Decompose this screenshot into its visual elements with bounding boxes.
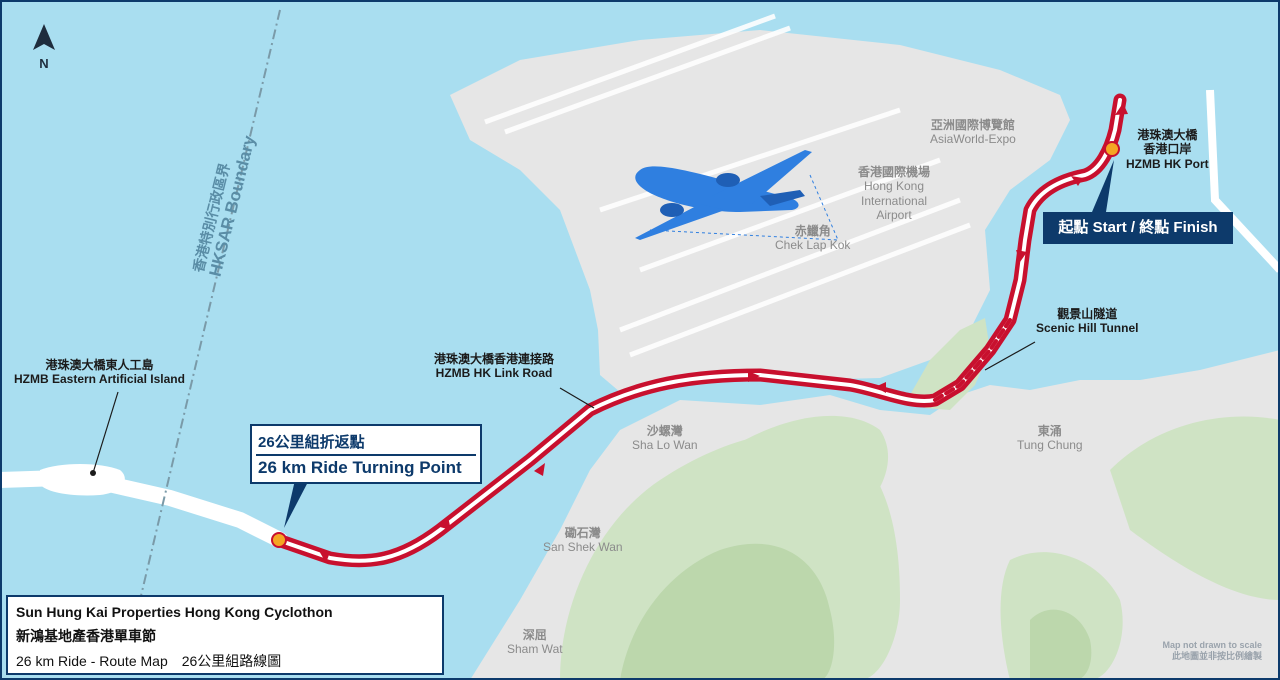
- route-arrow: [1071, 176, 1083, 186]
- hksar-boundary-line: [139, 9, 281, 601]
- route-label-zh: 港珠澳大橋東人工島: [45, 358, 154, 372]
- place-name-en: International: [860, 193, 928, 208]
- route-arrow: [440, 517, 451, 530]
- compass: N: [28, 22, 60, 76]
- subtitle-en: 26 km Ride - Route Map: [16, 653, 168, 669]
- route-label-zh: 香港口岸: [1143, 142, 1192, 157]
- route-tunnel-dash: [933, 318, 1012, 402]
- scenic-hill: [910, 318, 990, 410]
- route-arrow: [318, 549, 330, 563]
- place-airport: 香港國際機場 Hong Kong International Airport: [858, 165, 930, 223]
- subtitle-zh: 26公里組路線圖: [181, 653, 282, 669]
- route-arrow: [1115, 103, 1128, 115]
- route-arrow: [534, 463, 545, 476]
- turning-point-marker: [271, 532, 287, 548]
- turning-point-pointer: [284, 480, 309, 528]
- place-chek-lap-kok: 赤鱲角 Chek Lap Kok: [775, 224, 850, 253]
- place-name-zh: 磡石灣: [564, 526, 601, 540]
- start-finish-pointer: [1092, 160, 1114, 212]
- turning-point-divider: [256, 454, 476, 456]
- hills-dark: [620, 543, 1092, 680]
- north-arrow-icon: [33, 24, 55, 50]
- route: [271, 93, 1127, 568]
- start-finish-label: 起點 Start / 終點 Finish: [1043, 212, 1233, 244]
- route-label-en: Scenic Hill Tunnel: [1036, 321, 1139, 336]
- place-name-en: Sha Lo Wan: [632, 438, 698, 453]
- route-arrow: [875, 382, 886, 393]
- start-finish-marker: [1104, 141, 1120, 157]
- place-tung-chung: 東涌 Tung Chung: [1017, 424, 1083, 453]
- title-en: Sun Hung Kai Properties Hong Kong Cyclot…: [16, 604, 333, 620]
- tung-chung-road: [1206, 89, 1280, 273]
- route-arrow: [748, 371, 760, 382]
- label-scenic-hill-tunnel: 觀景山隧道 Scenic Hill Tunnel: [1036, 307, 1138, 336]
- route-label-en: HZMB HK Port: [1126, 156, 1209, 171]
- turning-point-zh: 26公里組折返點: [258, 434, 365, 451]
- route-label-zh: 港珠澳大橋香港連接路: [434, 352, 555, 366]
- place-name-zh: 赤鱲角: [794, 224, 831, 238]
- route-label-zh: 港珠澳大橋: [1137, 128, 1198, 142]
- leader-lines: [92, 341, 1036, 474]
- label-hzmb-hk-port: 港珠澳大橋 香港口岸 HZMB HK Port: [1126, 128, 1209, 171]
- place-name-en: Chek Lap Kok: [775, 238, 851, 253]
- place-san-shek-wan: 磡石灣 San Shek Wan: [543, 526, 623, 555]
- subtitle: 26 km Ride - Route Map 26公里組路線圖: [16, 651, 295, 671]
- place-name-zh: 沙螺灣: [646, 424, 683, 438]
- place-name-zh: 亞洲國際博覽館: [930, 118, 1015, 132]
- place-sha-lo-wan: 沙螺灣 Sha Lo Wan: [632, 424, 698, 453]
- route-arrow: [1016, 250, 1027, 262]
- airplane-icon: [635, 150, 812, 240]
- label-hzmb-link-road: 港珠澳大橋香港連接路 HZMB HK Link Road: [434, 352, 554, 381]
- title-zh: 新鴻基地產香港單車節: [16, 628, 156, 644]
- place-name-zh: 香港國際機場: [858, 165, 931, 179]
- place-name-en: Sham Wat: [507, 642, 563, 657]
- scale-note: Map not drawn to scale 此地圖並非按比例繪製: [1162, 640, 1262, 663]
- runways: [484, 13, 971, 358]
- route-markers: [90, 141, 1120, 548]
- place-name-en: Hong Kong: [863, 179, 925, 194]
- turning-point-label: 26公里組折返點 26 km Ride Turning Point: [250, 424, 482, 484]
- scale-note-zh: 此地圖並非按比例繪製: [1171, 651, 1262, 662]
- place-sham-wat: 深屈 Sham Wat: [507, 628, 563, 657]
- route-label-en: HZMB HK Link Road: [435, 366, 553, 381]
- place-name-en: AsiaWorld-Expo: [930, 132, 1016, 147]
- turning-point-en: 26 km Ride Turning Point: [258, 458, 462, 477]
- map-title-box: Sun Hung Kai Properties Hong Kong Cyclot…: [6, 595, 444, 675]
- route-arrows: [318, 103, 1128, 563]
- compass-label: N: [39, 56, 49, 71]
- eastern-artificial-island: [40, 464, 125, 496]
- route-label-zh: 觀景山隧道: [1057, 307, 1118, 321]
- route-label-en: HZMB Eastern Artificial Island: [14, 372, 185, 387]
- scale-note-en: Map not drawn to scale: [1162, 640, 1262, 650]
- place-name-zh: 深屈: [522, 628, 547, 642]
- route-inner: [276, 98, 1122, 563]
- place-name-zh: 東涌: [1037, 424, 1062, 438]
- place-name-en: Tung Chung: [1017, 438, 1083, 453]
- label-eastern-artificial-island: 港珠澳大橋東人工島 HZMB Eastern Artificial Island: [14, 358, 185, 387]
- place-asiaworld-expo: 亞洲國際博覽館 AsiaWorld-Expo: [930, 118, 1016, 147]
- place-name-en: Airport: [876, 208, 912, 223]
- place-name-en: San Shek Wan: [543, 540, 623, 555]
